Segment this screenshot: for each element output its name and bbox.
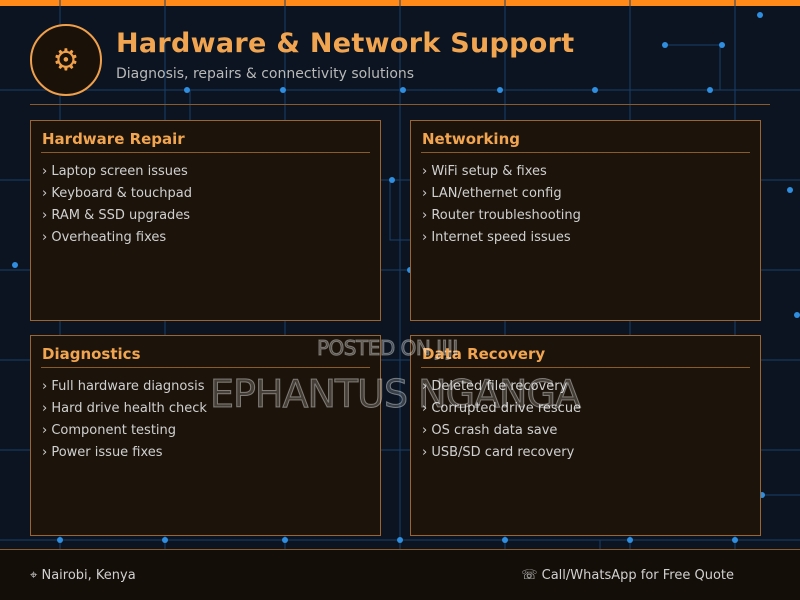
list-item: Corrupted drive rescue [422,398,581,420]
card-title: Data Recovery [422,345,546,363]
service-list: WiFi setup & fixes LAN/ethernet config R… [422,161,581,249]
list-item: Overheating fixes [42,227,192,249]
list-item: LAN/ethernet config [422,183,581,205]
list-item: USB/SD card recovery [422,442,581,464]
card-divider [41,152,370,153]
list-item: RAM & SSD upgrades [42,205,192,227]
list-item: Power issue fixes [42,442,207,464]
service-list: Full hardware diagnosis Hard drive healt… [42,376,207,464]
watermark-name: EPHANTUS NGANGA [210,372,582,417]
list-item: Hard drive health check [42,398,207,420]
card-data-recovery: Data Recovery Deleted file recovery Corr… [410,335,761,536]
location-pin-icon: ⌖ [30,568,38,583]
page-subtitle: Diagnosis, repairs & connectivity soluti… [116,66,415,82]
watermark-posted-on: POSTED ON JIJI [317,336,459,361]
card-hardware-repair: Hardware Repair Laptop screen issues Key… [30,120,381,321]
card-networking: Networking WiFi setup & fixes LAN/ethern… [410,120,761,321]
footer: ⌖ Nairobi, Kenya ☏ Call/WhatsApp for Fre… [0,549,800,600]
header: ⚙ Hardware & Network Support Diagnosis, … [30,24,770,104]
card-divider [41,367,370,368]
page-title: Hardware & Network Support [116,28,575,59]
list-item: Full hardware diagnosis [42,376,207,398]
card-title: Diagnostics [42,345,141,363]
card-diagnostics: Diagnostics Full hardware diagnosis Hard… [30,335,381,536]
card-title: Hardware Repair [42,130,185,148]
footer-cta: ☏ Call/WhatsApp for Free Quote [521,568,734,583]
footer-location: ⌖ Nairobi, Kenya [30,568,136,583]
card-divider [421,152,750,153]
service-list: Laptop screen issues Keyboard & touchpad… [42,161,192,249]
list-item: OS crash data save [422,420,581,442]
list-item: WiFi setup & fixes [422,161,581,183]
wrench-icon: ⚙ [52,42,80,78]
service-list: Deleted file recovery Corrupted drive re… [422,376,581,464]
list-item: Keyboard & touchpad [42,183,192,205]
list-item: Deleted file recovery [422,376,581,398]
header-divider [30,104,770,105]
list-item: Component testing [42,420,207,442]
phone-icon: ☏ [521,568,538,583]
location-text: Nairobi, Kenya [41,568,136,583]
list-item: Router troubleshooting [422,205,581,227]
card-title: Networking [422,130,520,148]
card-divider [421,367,750,368]
list-item: Internet speed issues [422,227,581,249]
list-item: Laptop screen issues [42,161,192,183]
cta-text: Call/WhatsApp for Free Quote [541,568,734,583]
logo-badge: ⚙ [30,24,102,96]
